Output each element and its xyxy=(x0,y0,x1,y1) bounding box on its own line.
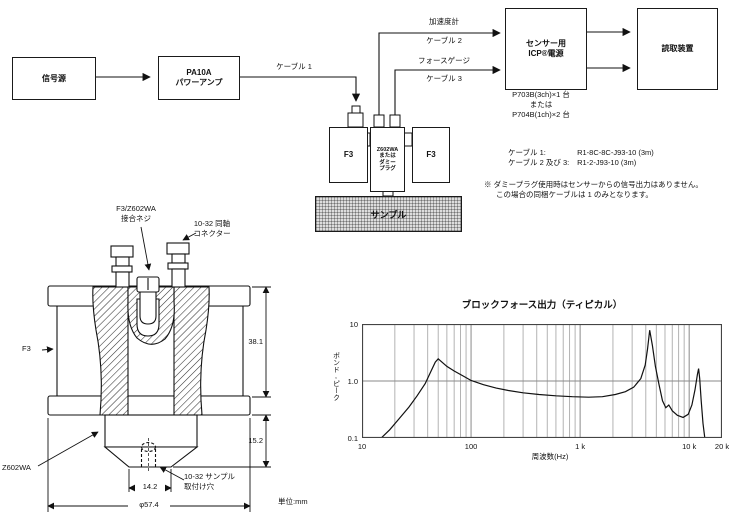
cable3-label: ケーブル 3 xyxy=(426,74,462,83)
y-tick-label: 0.1 xyxy=(347,434,358,443)
joint-screw-line1: F3/Z602WA xyxy=(116,204,156,213)
chart-border xyxy=(362,324,722,438)
mechanical-drawing xyxy=(47,242,251,471)
leader-mount-hole xyxy=(159,466,185,481)
cable-spec-list: ケーブル 1: R1-8C-8C-J93-10 (3m) ケーブル 2 及び 3… xyxy=(508,148,654,168)
amp-model-label: PA10A xyxy=(186,68,212,77)
f3-drawing-label: F3 xyxy=(22,344,31,353)
cable-spec-label: ケーブル 2 及び 3: xyxy=(508,158,570,167)
dim-38-1-label: 38.1 xyxy=(248,337,263,346)
leader-f3 xyxy=(41,346,54,353)
icp-models-line2: または xyxy=(529,100,553,109)
screw-shank xyxy=(139,291,157,325)
mount-hole-line2: 取付け穴 xyxy=(184,481,214,491)
chart-y-axis-label: ポンド,ピーク xyxy=(332,352,340,401)
amp-type-label: パワーアンプ xyxy=(175,78,223,87)
f3-right-label: F3 xyxy=(426,150,436,159)
sample-block: サンプル xyxy=(315,196,462,232)
accelerometer-label: 加速度計 xyxy=(429,17,459,26)
cable2-wire xyxy=(378,28,501,115)
cable3-wire xyxy=(394,65,501,115)
f3-left-label: F3 xyxy=(343,150,354,159)
right-coax-connector xyxy=(166,242,190,288)
cable2-label: ケーブル 2 xyxy=(426,36,462,45)
z602wa-block xyxy=(104,414,198,448)
mount-hole-label: 10-32 サンプル 取付け穴 xyxy=(184,472,235,491)
power-amp-box: PA10A パワーアンプ xyxy=(158,56,240,100)
x-tick-label: 20 k xyxy=(714,442,730,451)
left-coax-connector xyxy=(110,245,134,288)
chart-curve xyxy=(380,330,706,438)
center-stack-line4: プラグ xyxy=(379,166,396,172)
units-label: 単位:mm xyxy=(278,497,308,506)
dim-14-2-label: 14.2 xyxy=(135,482,165,492)
coax-line1: 10-32 同軸 xyxy=(193,219,231,228)
y-tick-label: 10 xyxy=(349,320,358,329)
icp-models-line1: P703B(3ch)×1 台 xyxy=(512,90,570,99)
cable-spec-row: ケーブル 2 及び 3: R1-2-J93-10 (3m) xyxy=(508,158,654,168)
chart-title: ブロックフォース出力（ティピカル） xyxy=(461,300,623,311)
z602wa-cone xyxy=(103,446,199,468)
readout-box: 読取装置 xyxy=(637,8,718,90)
mount-hole-dashed xyxy=(140,438,157,471)
dim-15-2-label: 15.2 xyxy=(248,436,263,445)
chart-plot-svg xyxy=(362,324,722,438)
bottom-flange xyxy=(47,395,251,416)
joint-screw-line2: 接合ネジ xyxy=(121,213,151,223)
center-stack-line1: Z602WA xyxy=(376,146,399,153)
left-section-wall xyxy=(92,286,129,416)
icp-models-line3: P704B(1ch)×2 台 xyxy=(512,110,570,119)
z602wa-center-box: Z602WA または ダミー プラグ xyxy=(370,127,405,192)
right-section-wall xyxy=(173,286,210,416)
chart-plot-area xyxy=(362,324,722,438)
cable1-wire xyxy=(238,76,361,102)
icp-models: P703B(3ch)×1 台 または P704B(1ch)×2 台 xyxy=(494,90,588,120)
chart-x-axis-label: 周波数(Hz) xyxy=(531,452,569,461)
cable-spec-value: R1-8C-8C-J93-10 (3m) xyxy=(577,148,654,157)
y-tick-label: 1.0 xyxy=(347,377,358,386)
mount-hole-line1: 10-32 サンプル xyxy=(184,472,236,481)
x-tick-label: 10 k xyxy=(682,442,697,451)
leader-joint-screw xyxy=(140,226,152,271)
cable1-label: ケーブル 1 xyxy=(276,62,312,71)
leader-z602wa xyxy=(37,431,99,467)
x-tick-label: 1 k xyxy=(575,442,586,451)
joint-screw-label: F3/Z602WA 接合ネジ xyxy=(104,204,168,223)
icp-label-2: ICP®電源 xyxy=(528,49,564,58)
wiring-lines xyxy=(94,27,631,115)
icp-power-box: センサー用 ICP®電源 xyxy=(505,8,587,90)
cable-spec-value: R1-2-J93-10 (3m) xyxy=(577,158,637,167)
sample-label: サンプル xyxy=(370,209,407,220)
coax-connector-label: 10-32 同軸 コネクター xyxy=(182,219,242,238)
x-tick-label: 100 xyxy=(464,442,478,451)
dummy-plug-note-line2: この場合の同梱ケーブルは 1 のみとなります。 xyxy=(496,190,653,199)
dim-diameter-label: φ57.4 xyxy=(128,500,170,510)
signal-source-box: 信号源 xyxy=(12,57,96,100)
z602wa-drawing-label: Z602WA xyxy=(2,463,31,472)
x-tick-label: 10 xyxy=(357,442,367,451)
coax-line2: コネクター xyxy=(193,228,231,238)
cable-spec-row: ケーブル 1: R1-8C-8C-J93-10 (3m) xyxy=(508,148,654,158)
dummy-plug-note-line1: ※ ダミープラグ使用時はセンサーからの信号出力はありません。 xyxy=(484,180,703,189)
icp-label-1: センサー用 xyxy=(526,39,566,48)
leader-coax xyxy=(182,232,197,241)
center-stack-line2: または xyxy=(379,153,396,159)
readout-label: 読取装置 xyxy=(661,44,694,53)
f3-left-box: F3 xyxy=(329,127,368,183)
center-stack-line3: ダミー xyxy=(379,159,396,166)
force-gauge-label: フォースゲージ xyxy=(418,56,470,65)
f3-right-box: F3 xyxy=(412,127,450,183)
signal-source-label: 信号源 xyxy=(42,73,66,83)
cable-spec-label: ケーブル 1: xyxy=(508,148,546,157)
